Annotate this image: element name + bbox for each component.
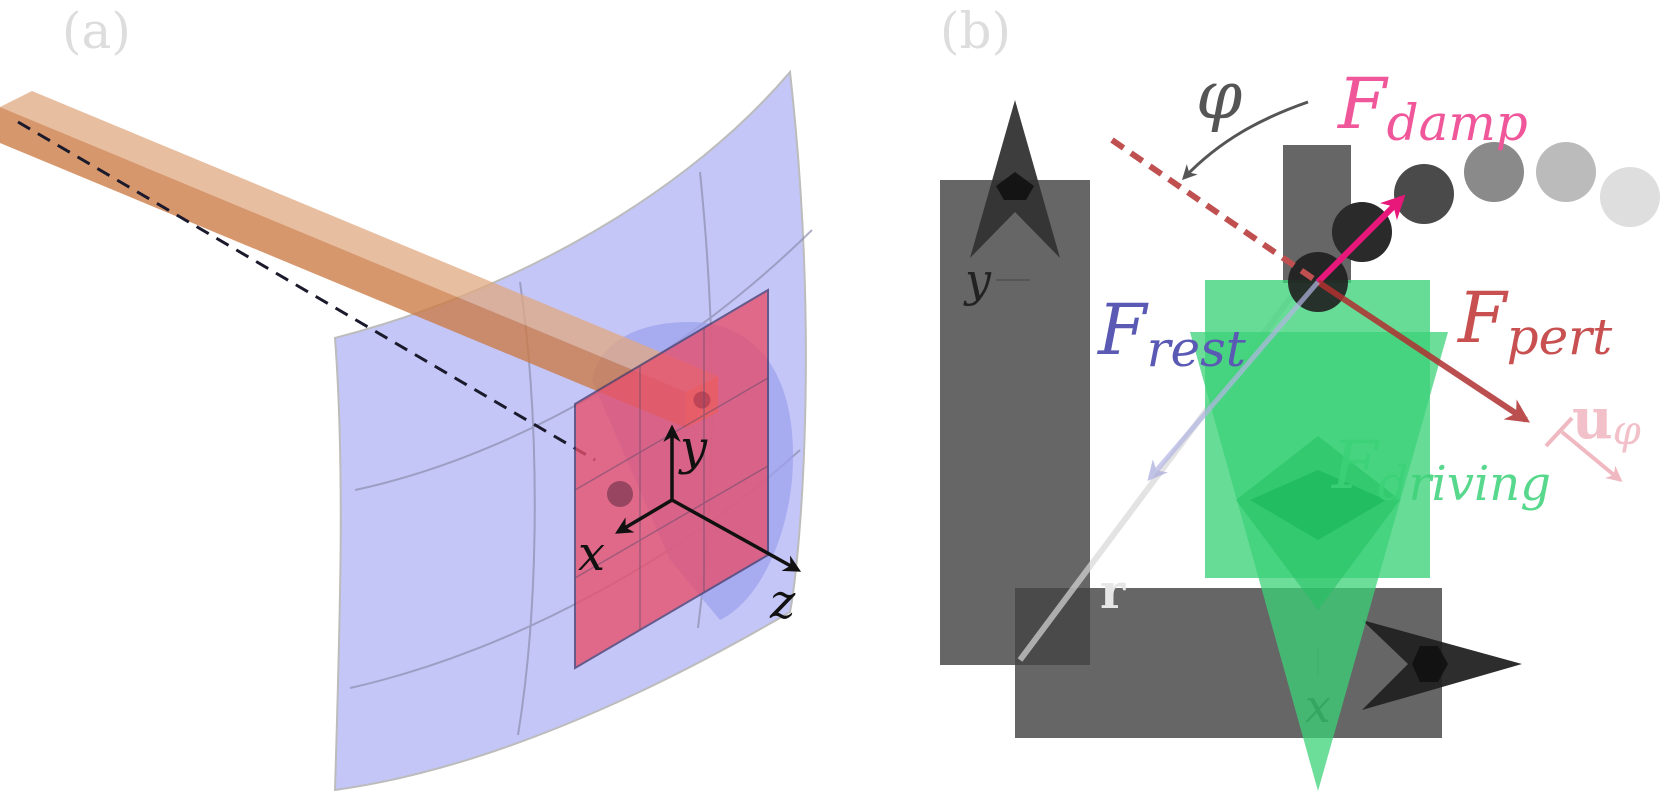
phi-reference-line bbox=[1110, 137, 1320, 285]
axis-z-label: z bbox=[769, 574, 796, 630]
f-pert-label: Fpert bbox=[1456, 277, 1613, 366]
u-phi-base: u bbox=[1572, 386, 1613, 452]
f-pert-arrow bbox=[1316, 279, 1530, 423]
f-damp-arrow bbox=[1315, 194, 1406, 285]
u-phi-label: uφ bbox=[1572, 386, 1641, 454]
f-pert-sub: pert bbox=[1507, 308, 1613, 366]
trail-circle-3 bbox=[1464, 142, 1524, 202]
panel-b-label: (b) bbox=[940, 2, 1011, 60]
phi-arc-arrow bbox=[1181, 100, 1309, 181]
r-label: r bbox=[1100, 564, 1126, 620]
driving-triangle-inner bbox=[1236, 436, 1400, 610]
trail-circle-4 bbox=[1536, 142, 1596, 202]
axis-z-arrow bbox=[671, 498, 802, 572]
axis-x-label: x bbox=[578, 526, 605, 582]
f-rest-base: F bbox=[1096, 289, 1149, 371]
axis-x-arrowhead-knot bbox=[1412, 646, 1448, 682]
panel-b: (b) y x r φ bbox=[940, 2, 1660, 791]
f-driving-label: Fdriving bbox=[1331, 427, 1551, 512]
coordinate-axes-3d bbox=[614, 424, 802, 572]
phi-label: φ bbox=[1196, 57, 1242, 134]
f-rest-sub: rest bbox=[1147, 320, 1247, 378]
plate-spot bbox=[607, 481, 633, 507]
axis-y-label: y bbox=[678, 420, 708, 476]
f-driving-base: F bbox=[1331, 427, 1380, 504]
f-rest-label: Frest bbox=[1096, 289, 1247, 378]
f-rest-arrow bbox=[1147, 280, 1320, 482]
f-damp-label: Fdamp bbox=[1336, 63, 1528, 152]
rod-front-face bbox=[0, 107, 686, 428]
panel-a: (a) bbox=[0, 2, 813, 791]
gray-block-vertical bbox=[940, 180, 1090, 665]
u-phi-arrow bbox=[1560, 430, 1623, 483]
f-damp-sub: damp bbox=[1387, 94, 1528, 152]
rod-axis-line bbox=[17, 120, 596, 462]
axis-y-label-b: y bbox=[963, 253, 992, 307]
f-driving-sub: driving bbox=[1378, 456, 1551, 512]
trail-circle-1 bbox=[1332, 202, 1392, 262]
panel-a-label: (a) bbox=[62, 2, 131, 60]
driving-triangle-inner-2 bbox=[1250, 470, 1386, 540]
u-phi-sub: φ bbox=[1613, 408, 1641, 454]
f-pert-base: F bbox=[1456, 277, 1509, 359]
u-phi-tick bbox=[1544, 416, 1574, 448]
axis-y-arrowhead-knot bbox=[996, 172, 1034, 200]
trail-circle-5 bbox=[1600, 167, 1660, 227]
axis-x-arrow bbox=[614, 498, 673, 534]
trail-circle-2 bbox=[1394, 164, 1454, 224]
f-damp-base: F bbox=[1336, 63, 1389, 145]
rod-top-face bbox=[0, 91, 718, 392]
curved-screen bbox=[333, 69, 807, 791]
